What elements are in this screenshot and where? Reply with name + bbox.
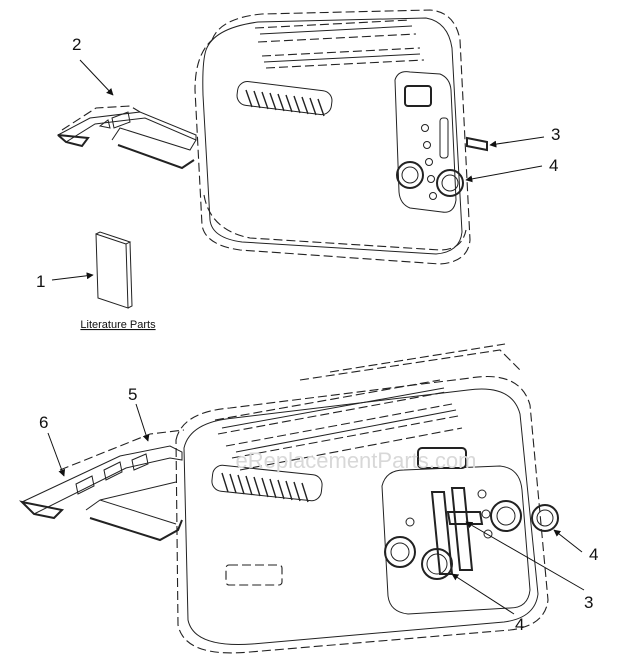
left-knob-icon (396, 161, 424, 189)
toaster-side-vent (236, 81, 333, 117)
watermark-text: eReplacementParts.com (236, 448, 477, 473)
display-window (404, 85, 432, 107)
callout-3-top: 3 (551, 125, 560, 144)
crumb-trays-bottom (18, 429, 185, 542)
callout-2-top: 2 (72, 35, 81, 54)
literature-parts-label: Literature Parts (80, 319, 156, 331)
display-window-large (417, 447, 467, 469)
lever-handle-icon-large (446, 511, 484, 525)
callout-3-bottom: 3 (584, 593, 593, 612)
two-slice-toaster (194, 9, 488, 265)
right-knob-icon (436, 169, 464, 197)
literature-booklet (95, 231, 133, 309)
callout-4-right: 4 (589, 545, 598, 564)
callout-5: 5 (128, 385, 137, 404)
callout-6: 6 (39, 413, 48, 432)
callout-4-top: 4 (549, 156, 558, 175)
right-panel-knob-icon (490, 500, 522, 532)
toaster-side-vent-large (211, 464, 323, 503)
button-icon (421, 124, 429, 132)
four-slice-toaster (175, 343, 559, 654)
callout-1: 1 (36, 272, 45, 291)
left-knob-icon-large (384, 536, 416, 568)
lever-handle-icon (466, 136, 488, 152)
callout-4-bottom: 4 (515, 615, 524, 634)
center-knob-icon (421, 548, 453, 580)
side-knob-icon (531, 504, 559, 532)
crumb-tray-top (57, 105, 197, 170)
